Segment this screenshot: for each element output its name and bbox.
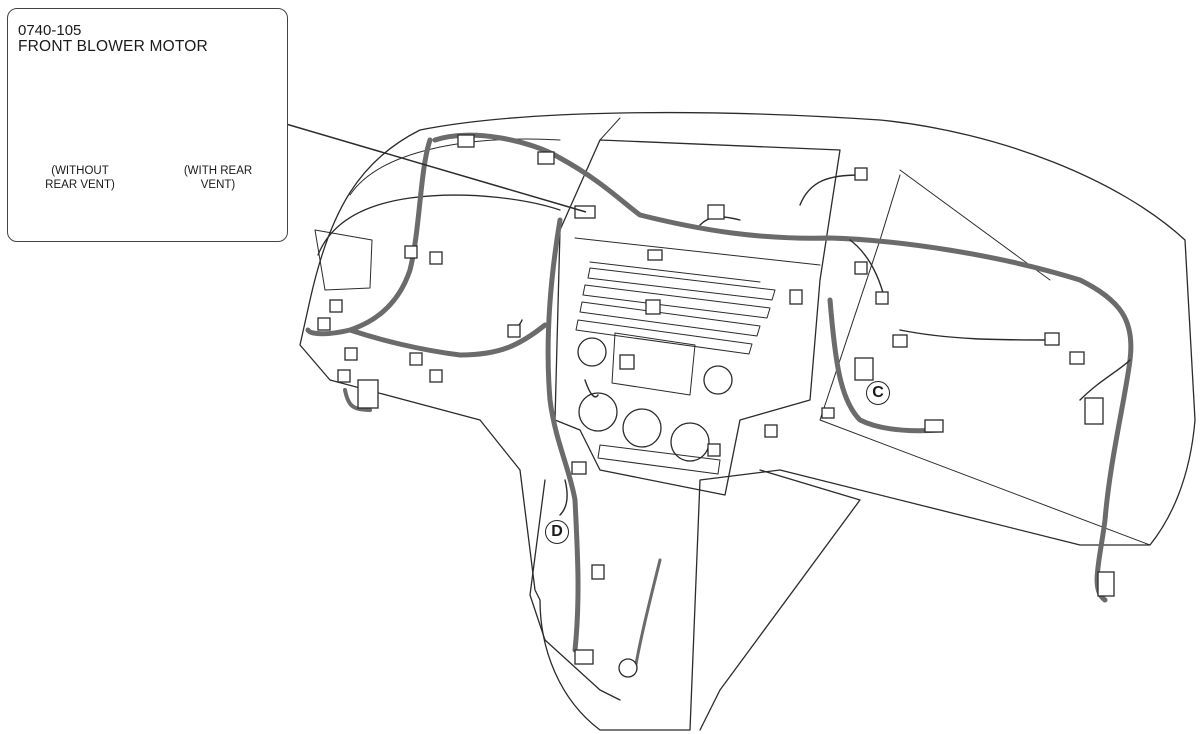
pin-label: L — [220, 119, 226, 129]
connector — [329, 299, 343, 313]
center-wire-harness — [545, 217, 581, 653]
marker-c: C — [866, 381, 890, 405]
callout-leader-line — [285, 123, 587, 213]
connector — [875, 291, 889, 305]
connector — [764, 424, 778, 438]
vent-slot — [587, 267, 776, 301]
connector — [647, 249, 663, 261]
dashboard-outline — [299, 111, 1196, 731]
connector — [619, 354, 635, 370]
connector — [507, 324, 521, 338]
connector — [924, 419, 944, 433]
connector — [429, 369, 443, 383]
connector — [344, 347, 358, 361]
connector — [707, 204, 725, 220]
connector — [357, 379, 379, 409]
connector — [591, 564, 605, 580]
connector — [1044, 332, 1060, 346]
connector — [457, 134, 475, 148]
connector — [645, 299, 661, 315]
pin-label: L — [84, 120, 90, 130]
connector — [1069, 351, 1085, 365]
pin-label: L — [233, 124, 239, 134]
pin-label: W — [58, 108, 67, 118]
connector — [789, 289, 803, 305]
pin-label: W — [184, 118, 193, 128]
marker-d: D — [545, 520, 569, 544]
vent-slot — [582, 284, 771, 319]
pin-label: O — [82, 147, 90, 157]
control-knob — [703, 365, 733, 395]
connector — [537, 151, 555, 165]
callout-box — [7, 8, 288, 242]
connector — [317, 317, 331, 331]
connector — [337, 369, 351, 383]
climate-dial — [578, 392, 618, 432]
connector — [854, 167, 868, 181]
control-knob — [577, 337, 607, 367]
climate-dial — [622, 408, 662, 448]
connector — [574, 649, 594, 665]
cluster-hood-outline — [317, 194, 561, 256]
connector — [821, 407, 835, 419]
connector-code: 0740-105 — [18, 22, 82, 39]
connector — [429, 251, 443, 265]
vent-slot — [575, 319, 753, 355]
pin-label: L — [62, 135, 68, 145]
pin-label: O — [242, 134, 250, 144]
connector — [404, 245, 418, 259]
center-console-outline — [554, 139, 841, 496]
center-tunnel-outline — [529, 469, 861, 731]
caption-without-rear-vent: (WITHOUT REAR VENT) — [45, 165, 115, 191]
climate-dial — [670, 422, 710, 462]
main-wire-harness — [432, 132, 1134, 603]
connector — [854, 261, 868, 275]
connector — [707, 443, 721, 457]
pin-label: W — [184, 132, 193, 142]
connector — [892, 334, 908, 348]
connector — [1097, 571, 1115, 597]
vent-slot — [579, 301, 761, 337]
connector — [571, 461, 587, 475]
connector — [618, 658, 638, 678]
left-wire-harness — [305, 137, 548, 358]
caption-with-rear-vent: (WITH REAR VENT) — [183, 165, 253, 191]
right-lower-harness — [827, 297, 943, 434]
connector — [1084, 397, 1104, 425]
callout-title: FRONT BLOWER MOTOR — [18, 38, 208, 55]
display-screen — [611, 332, 696, 396]
connector — [854, 357, 874, 381]
connector — [409, 352, 423, 366]
